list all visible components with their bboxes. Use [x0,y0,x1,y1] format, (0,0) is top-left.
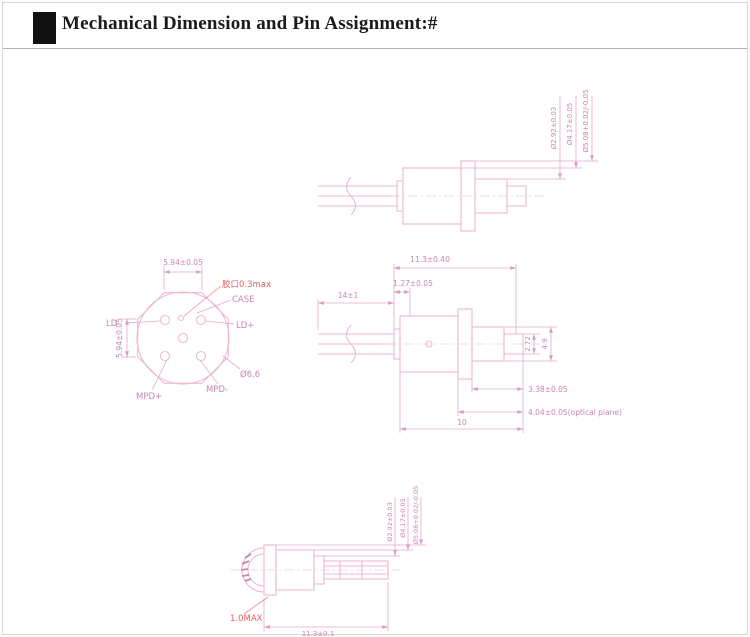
dim-bottom-dia-417: Ø4.17±0.05 [399,498,407,538]
pin-label-ld-minus: LD- [106,319,120,329]
dim-nose-height: 2.72 [524,336,532,352]
middle-side-view: 14±1 1.27±0.05 11.3±0.40 2.72 4.9 3.38±0… [317,255,622,433]
dim-front-height: 5.94±0.05 [115,318,124,358]
title-marker-block [33,12,56,44]
dimension-lines [243,497,426,631]
leader-lines [125,285,241,391]
pin-label-mpd-minus: MPD- [206,385,228,395]
top-side-view: Ø2.92±0.03 Ø4.17±0.05 Ø5.08+0.02/-0.05 [318,89,598,232]
dim-lead-length: 14±1 [338,291,359,300]
dim-front-outer-dia: Ø6.6 [240,369,260,380]
lead-wires [318,324,394,364]
lens-knurl [240,553,252,582]
pin-label-ld-plus: LD+ [236,321,254,331]
note-max-thickness: 1.0MAX [230,614,263,624]
pin-label-mpd-plus: MPD+ [136,392,162,402]
dim-groove: 1.27±0.05 [393,279,433,288]
dim-body-length: 10 [457,418,467,427]
dim-bottom-total-length: 11.3±0.1 [302,630,335,637]
case-outline [136,291,230,385]
lead-wires [318,176,397,216]
dim-top-dia-508: Ø5.08+0.02/-0.05 [582,89,590,152]
dim-cap-height: 4.9 [541,338,549,349]
dim-optical-plane: 4.04±0.05(optical plane) [528,408,622,417]
header-divider [3,48,747,49]
dim-front-width: 5.94±0.05 [163,258,203,267]
dim-top-dia-417: Ø4.17±0.05 [566,103,574,146]
front-view: 5.94±0.05 5.94±0.05 胶口0.3max CASE LD- LD… [106,258,271,402]
component-outline [230,544,400,596]
dim-bottom-dia-508: Ø5.08+0.02/-0.05 [412,486,420,545]
glue-port-note: 胶口0.3max [222,279,271,290]
page-title: Mechanical Dimension and Pin Assignment:… [62,13,438,34]
pin-circles [159,314,207,362]
dim-total-length: 11.3±0.40 [410,255,450,264]
component-outline [390,160,547,232]
dim-top-dia-292: Ø2.92±0.03 [550,107,558,150]
dimension-lines [317,264,557,433]
component-outline [386,308,547,380]
dim-bottom-dia-292: Ø2.92±0.03 [386,502,394,542]
dim-nose-length: 3.38±0.05 [528,385,568,394]
bottom-side-view: Ø2.92±0.03 Ø4.17±0.05 Ø5.08+0.02/-0.05 1… [230,486,426,637]
dimension-lines [461,96,598,180]
dimension-lines [122,266,203,358]
pin-label-case: CASE [232,295,255,305]
